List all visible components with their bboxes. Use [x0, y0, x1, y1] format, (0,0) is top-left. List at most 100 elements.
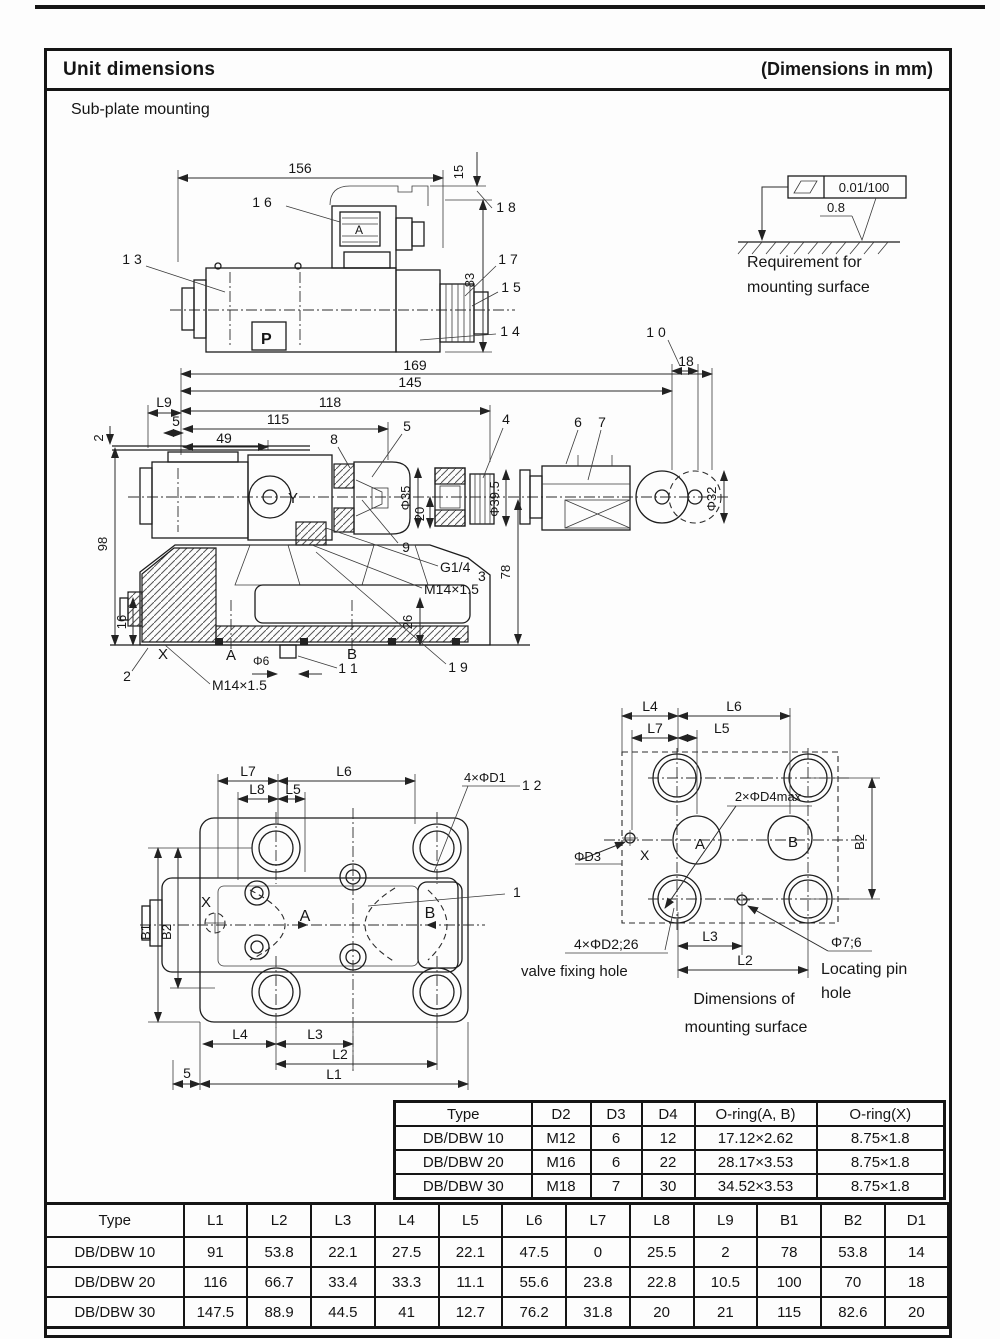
- table-cell: 82.6: [820, 1296, 886, 1329]
- table-cell: 6: [589, 1125, 643, 1151]
- column-header: B1: [756, 1202, 822, 1238]
- column-header: L4: [373, 1202, 440, 1238]
- table-cell: 10.5: [692, 1266, 759, 1298]
- table-cell: DB/DBW 20: [393, 1149, 533, 1175]
- column-header: Type: [44, 1202, 185, 1238]
- dim-phi39-5: Φ39.5: [487, 481, 502, 517]
- requirement-caption-line1: Requirement for: [747, 254, 862, 271]
- table-cell: 100: [756, 1266, 822, 1298]
- port-label-x: X: [158, 646, 168, 663]
- column-header: L7: [565, 1202, 631, 1238]
- port-label-x: X: [201, 894, 211, 911]
- table-cell: 8.75×1.8: [815, 1173, 946, 1200]
- callout-1: 1: [513, 884, 521, 900]
- table-cell: 27.5: [373, 1236, 440, 1268]
- dim-L6: L6: [336, 763, 352, 779]
- solenoid-side-view-drawing: P A 156 15 83 1 6 1 8 1 3 1: [122, 152, 521, 353]
- table-cell: M16: [530, 1149, 592, 1175]
- table-cell: 12: [640, 1125, 696, 1151]
- column-header: O-ring(X): [815, 1100, 946, 1127]
- column-header: O-ring(A, B): [693, 1100, 818, 1127]
- column-header: Type: [393, 1100, 533, 1127]
- dim-L4: L4: [642, 698, 658, 714]
- thread-m14-bottom: M14×1.5: [212, 677, 267, 693]
- dim-B2: B2: [852, 834, 867, 850]
- table-cell: 0: [565, 1236, 631, 1268]
- table-cell: 22.1: [437, 1236, 504, 1268]
- roughness-value: 0.8: [827, 200, 845, 215]
- dim-phi6: Φ6: [253, 654, 270, 668]
- table-cell: 70: [820, 1266, 886, 1298]
- header-band: Unit dimensions (Dimensions in mm): [47, 51, 949, 91]
- callout-5: 5: [403, 418, 411, 434]
- table-cell: 20: [628, 1296, 695, 1329]
- table-cell: 44.5: [310, 1296, 376, 1329]
- dim-L7: L7: [240, 763, 256, 779]
- top-rule: [35, 5, 985, 9]
- table-cell: DB/DBW 10: [44, 1236, 185, 1268]
- brand-logo: P: [261, 331, 272, 348]
- column-header: L2: [246, 1202, 312, 1238]
- callout-11: 1 1: [338, 660, 358, 676]
- table-cell: 115: [756, 1296, 822, 1329]
- dim-L5: L5: [714, 720, 730, 736]
- mounting-surface-requirement: 0.01/100 0.8 Requirement for mounting su…: [737, 175, 907, 296]
- table-cell: 22: [640, 1149, 696, 1175]
- table-cell: 11.1: [437, 1266, 504, 1298]
- table-cell: 25.5: [628, 1236, 695, 1268]
- note-2xphiD4max: 2×ΦD4max: [735, 789, 802, 804]
- mounting-caption-line2: mounting surface: [685, 1019, 808, 1036]
- callout-10: 1 0: [646, 324, 666, 340]
- dim-98: 98: [95, 537, 110, 551]
- locating-pin-label-line2: hole: [821, 985, 851, 1002]
- dim-phi32: Φ32: [704, 487, 719, 512]
- dim-83: 83: [462, 273, 477, 287]
- table-row: DB/DBW 30 147.5 88.9 44.5 41 12.7 76.2 3…: [44, 1296, 950, 1329]
- port-label-y: Y: [288, 490, 298, 507]
- note-phiD3: ΦD3: [574, 849, 601, 864]
- dim-L3: L3: [702, 928, 718, 944]
- table-cell: 91: [182, 1236, 249, 1268]
- callout-13: 1 3: [122, 251, 142, 267]
- port-label-a: A: [226, 647, 236, 664]
- callout-19: 1 9: [448, 659, 468, 675]
- table-cell: 66.7: [246, 1266, 312, 1298]
- dim-L2: L2: [737, 952, 753, 968]
- dim-L6: L6: [726, 698, 742, 714]
- callout-6: 6: [574, 414, 582, 430]
- table-cell: 78: [756, 1236, 822, 1268]
- column-header: D1: [883, 1202, 950, 1238]
- table-cell: DB/DBW 30: [393, 1173, 533, 1200]
- dim-16: 16: [114, 615, 129, 629]
- table-cell: 8.75×1.8: [815, 1125, 946, 1151]
- mounting-surface-drawing: A B X ΦD3 2×ΦD4max L4 L6 L7 L5 B2 4×ΦD2;…: [521, 698, 907, 1036]
- table-cell: 14: [883, 1236, 950, 1268]
- column-header: L1: [182, 1202, 249, 1238]
- callout-18: 1 8: [496, 199, 516, 215]
- valve-top-view-drawing: X A B 1 L7 L6 L8 L5 4×ΦD1 1 2 B1 B2: [138, 763, 542, 1090]
- column-header: L8: [628, 1202, 695, 1238]
- column-header: L9: [692, 1202, 759, 1238]
- table-cell: M12: [530, 1125, 592, 1151]
- dim-49: 49: [216, 430, 232, 446]
- table-cell: 31.8: [565, 1296, 631, 1329]
- thread-m14-top: M14×1.5: [424, 581, 479, 597]
- table-cell: DB/DBW 30: [44, 1296, 185, 1329]
- requirement-caption-line2: mounting surface: [747, 279, 870, 296]
- dim-L7: L7: [647, 720, 663, 736]
- table-cell: DB/DBW 20: [44, 1266, 185, 1298]
- table-row: DB/DBW 30 M18 7 30 34.52×3.53 8.75×1.8: [393, 1173, 946, 1200]
- table-cell: 20: [883, 1296, 950, 1329]
- technical-drawings: P A 156 15 83 1 6 1 8 1 3 1: [91, 152, 907, 1090]
- dim-15: 15: [451, 165, 466, 179]
- dim-phi35: Φ35: [398, 486, 413, 511]
- callout-15: 1 5: [501, 279, 521, 295]
- dim-2: 2: [91, 434, 106, 441]
- dim-156: 156: [288, 160, 312, 176]
- port-label-b: B: [347, 646, 357, 663]
- dim-18: 18: [678, 353, 694, 369]
- dim-169: 169: [403, 357, 427, 373]
- table-row: DB/DBW 10 91 53.8 22.1 27.5 22.1 47.5 0 …: [44, 1236, 950, 1268]
- note-4xphiD2: 4×ΦD2;26: [574, 936, 639, 952]
- dimensions-note: (Dimensions in mm): [760, 59, 933, 79]
